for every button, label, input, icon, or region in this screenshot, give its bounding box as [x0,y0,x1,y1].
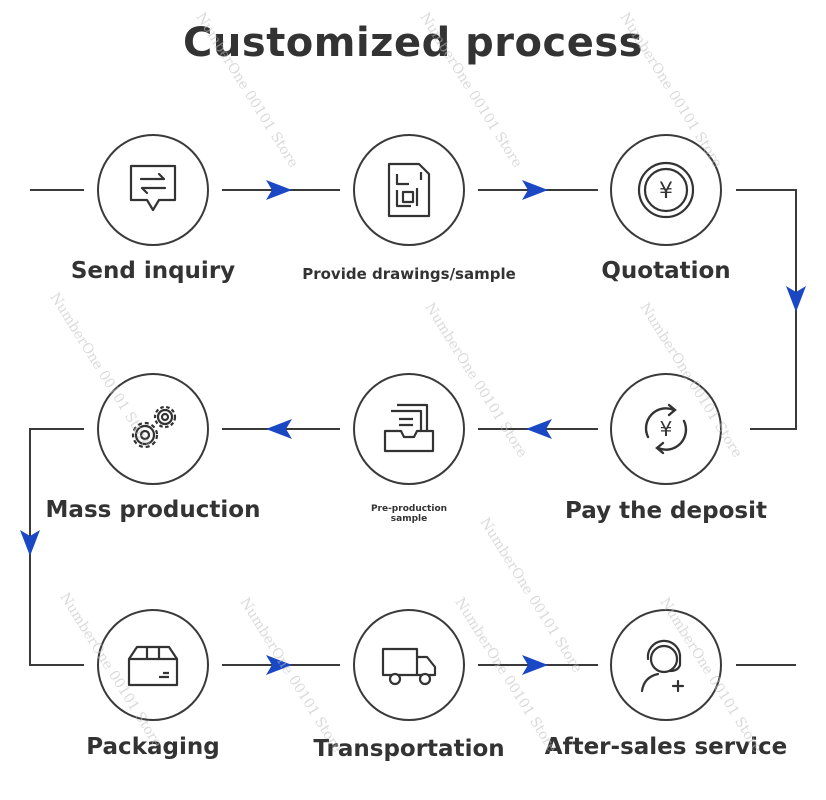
arrow-right [266,655,292,675]
step-provide-drawings [353,134,465,246]
step-packaging [97,609,209,721]
connector-line [29,428,84,666]
step-label: Mass production [45,497,261,523]
gears-icon [131,405,177,449]
arrow-right [522,180,548,200]
step-mass-production [97,373,209,485]
arrow-right [266,180,292,200]
yen-coin-icon: ¥ [637,161,695,219]
step-label: Transportation [313,736,505,762]
svg-text:¥: ¥ [660,417,673,441]
step-label: Quotation [601,258,731,284]
step-label: Packaging [86,734,220,760]
step-send-inquiry [97,134,209,246]
step-label: Pay the deposit [565,498,767,524]
arrow-down [20,530,40,556]
document-tray-icon [383,403,435,453]
blueprint-icon [387,162,431,218]
step-label: Send inquiry [70,258,236,284]
truck-icon [381,647,437,686]
svg-text:¥: ¥ [659,179,673,204]
yen-refresh-icon: ¥ [644,403,688,455]
arrow-left [266,419,292,439]
chat-arrows-icon [129,164,177,212]
arrow-left [526,419,552,439]
step-transportation [353,609,465,721]
step-label: Provide drawings/sample [302,265,516,283]
arrow-down [786,286,806,312]
step-after-sales-service [610,609,722,721]
support-agent-icon [640,639,685,693]
connector-line [736,189,797,430]
box-icon [127,645,179,687]
step-pay-deposit: ¥ [610,373,722,485]
step-quotation: ¥ [610,134,722,246]
step-label: Pre-production sample [370,504,448,524]
arrow-right [522,655,548,675]
step-label: After-sales service [544,734,788,760]
step-pre-production-sample [353,373,465,485]
diagram-title: Customized process [183,20,643,66]
